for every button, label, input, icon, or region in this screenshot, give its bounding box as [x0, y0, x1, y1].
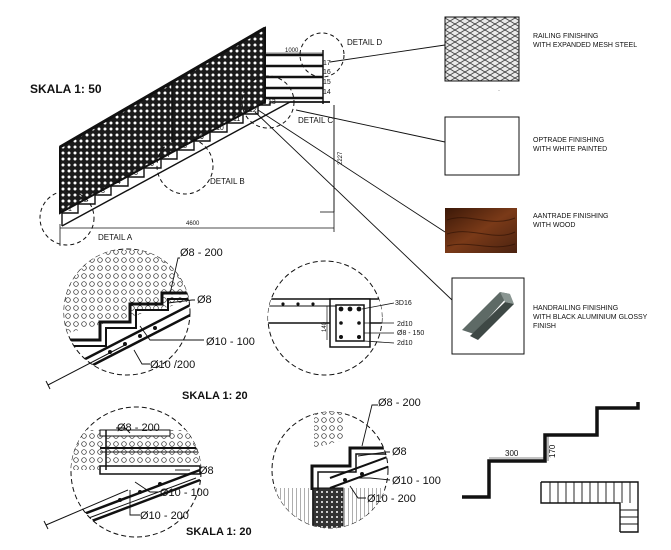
rebar-label-bl-8: Ø8 — [199, 465, 214, 477]
svg-text:·: · — [498, 88, 500, 94]
detail-b-circle — [156, 137, 214, 195]
rebar-label-bc-10-200: Ø10 - 200 — [367, 493, 416, 505]
main-scale-label: SKALA 1: 50 — [30, 82, 102, 96]
length-dimension-label: 4600 — [186, 221, 200, 227]
step-number-15: 15 — [323, 79, 331, 86]
rebar-label-10-100: Ø10 - 100 — [206, 336, 255, 348]
legend-optrade-line1: OPTRADE FINISHING — [533, 137, 604, 144]
step-number-7: 7 — [167, 152, 171, 159]
step-number-2: 2 — [84, 197, 88, 204]
rebar-label-8-200: Ø8 - 200 — [180, 247, 223, 259]
rebar-label-bc-8-200: Ø8 - 200 — [378, 397, 421, 409]
detail-d-label: DETAIL D — [347, 38, 382, 47]
riser-dimension-label: 170 — [548, 444, 557, 458]
step-number-8: 8 — [183, 143, 187, 150]
detail-a-circle — [39, 190, 95, 246]
detail-scale-label-bottom: SKALA 1: 20 — [186, 526, 252, 538]
step-number-12: 12 — [249, 107, 257, 114]
rebar-label-10-200: Ø10 /200 — [150, 359, 195, 371]
detail-section-bottom-center: Ø8 - 200 Ø8 Ø10 - 100 Ø10 - 200 — [271, 397, 441, 529]
detail-c-circle — [241, 75, 295, 129]
legend-aantrade-line2: WITH WOOD — [533, 222, 575, 229]
legend-handrail-swatch — [451, 277, 525, 355]
rebar-label-8: Ø8 — [197, 294, 212, 306]
rebar-label-bc-8: Ø8 — [392, 446, 407, 458]
rebar-label-bl-8-200: Ø8 - 200 — [117, 422, 160, 434]
legend-optrade-swatch — [444, 116, 520, 176]
detail-section-bottom-left: Ø8 - 200 Ø8 Ø10 - 100 Ø10 - 200 — [43, 406, 214, 538]
step-number-6: 6 — [150, 161, 154, 168]
beam-bottom-bars-label: 2d10 — [397, 340, 413, 347]
tread-riser-diagram: 300 170 — [462, 402, 640, 533]
rebar-label-bc-10-100: Ø10 - 100 — [392, 475, 441, 487]
landing-railing — [264, 50, 324, 104]
detail-scale-label-mid: SKALA 1: 20 — [182, 390, 248, 402]
step-number-1: 1 — [68, 206, 72, 213]
legend-handrail-line2: WITH BLACK ALUMINIUM GLOSSY — [533, 314, 648, 321]
legend-leader-lines — [254, 44, 453, 301]
step-number-11: 11 — [233, 116, 240, 123]
step-number-5: 5 — [134, 170, 138, 177]
legend-aantrade-line1: AANTRADE FINISHING — [533, 213, 608, 220]
top-width-label: 1000 — [285, 48, 299, 54]
step-number-3: 3 — [101, 188, 105, 195]
detail-section-mid-left: Ø8 - 200 Ø8 Ø10 - 100 Ø10 /200 — [45, 247, 255, 390]
stair-steps — [61, 101, 330, 222]
tread-dimension-label: 300 — [505, 449, 519, 458]
beam-top-bars-label: 3D16 — [395, 300, 412, 307]
step-number-10: 10 — [216, 125, 224, 132]
step-number-16: 16 — [323, 69, 331, 76]
detail-b-label: DETAIL B — [210, 177, 245, 186]
beam-depth-label: 140 — [322, 321, 328, 332]
beam-stirrup-label: Ø8 - 150 — [397, 330, 424, 337]
rebar-label-bl-10-200: Ø10 - 200 — [140, 510, 189, 522]
beam-mid-bars-label: 2d10 — [397, 321, 413, 328]
detail-c-label: DETAIL C — [298, 116, 333, 125]
legend-railing-line1: RAILING FINISHING — [533, 33, 598, 40]
detail-section-beam: 140 3D16 2d10 Ø8 - 150 2d10 — [267, 260, 424, 376]
step-number-14: 14 — [323, 89, 331, 96]
step-number-4: 4 — [117, 179, 121, 186]
step-number-13: 13 — [268, 99, 276, 106]
legend-railing-line2: WITH EXPANDED MESH STEEL — [533, 42, 637, 49]
legend-railing-swatch: · — [444, 16, 520, 94]
legend-aantrade-swatch — [445, 208, 517, 253]
legend-optrade-line2: WITH WHITE PAINTED — [533, 146, 607, 153]
step-number-9: 9 — [200, 134, 204, 141]
legend-handrail-line3: FINISH — [533, 323, 556, 330]
detail-a-label: DETAIL A — [98, 233, 133, 242]
height-dimension-label: 2227 — [338, 151, 344, 165]
detail-d-circle — [299, 32, 345, 78]
rebar-label-bl-10-100: Ø10 - 100 — [160, 487, 209, 499]
legend-handrail-line1: HANDRAILING FINISHING — [533, 305, 618, 312]
step-number-17: 17 — [323, 60, 331, 67]
legend-text-group: RAILING FINISHING WITH EXPANDED MESH STE… — [533, 33, 648, 330]
